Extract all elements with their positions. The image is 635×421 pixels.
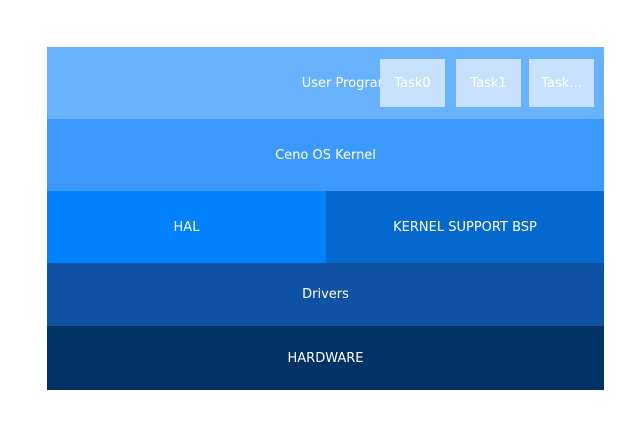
hal-label: HAL — [173, 219, 200, 235]
drivers-layer: Drivers — [47, 263, 604, 326]
task-box-1: Task1 — [456, 59, 521, 107]
task-box-more: Task... — [529, 59, 594, 107]
kernel-label: Ceno OS Kernel — [275, 147, 376, 163]
user-program-layer: User Program Task0 Task1 Task... — [47, 47, 604, 119]
hal-block: HAL — [47, 191, 326, 263]
hal-bsp-layer: HAL KERNEL SUPPORT BSP — [47, 191, 604, 263]
user-program-label: User Program — [301, 75, 391, 91]
hardware-layer: HARDWARE — [47, 326, 604, 390]
bsp-label: KERNEL SUPPORT BSP — [393, 219, 537, 235]
task-box-0: Task0 — [380, 59, 445, 107]
architecture-stack-diagram: User Program Task0 Task1 Task... Ceno OS… — [47, 47, 604, 390]
hardware-label: HARDWARE — [287, 350, 364, 366]
bsp-block: KERNEL SUPPORT BSP — [326, 191, 604, 263]
drivers-label: Drivers — [302, 287, 349, 302]
kernel-layer: Ceno OS Kernel — [47, 119, 604, 191]
